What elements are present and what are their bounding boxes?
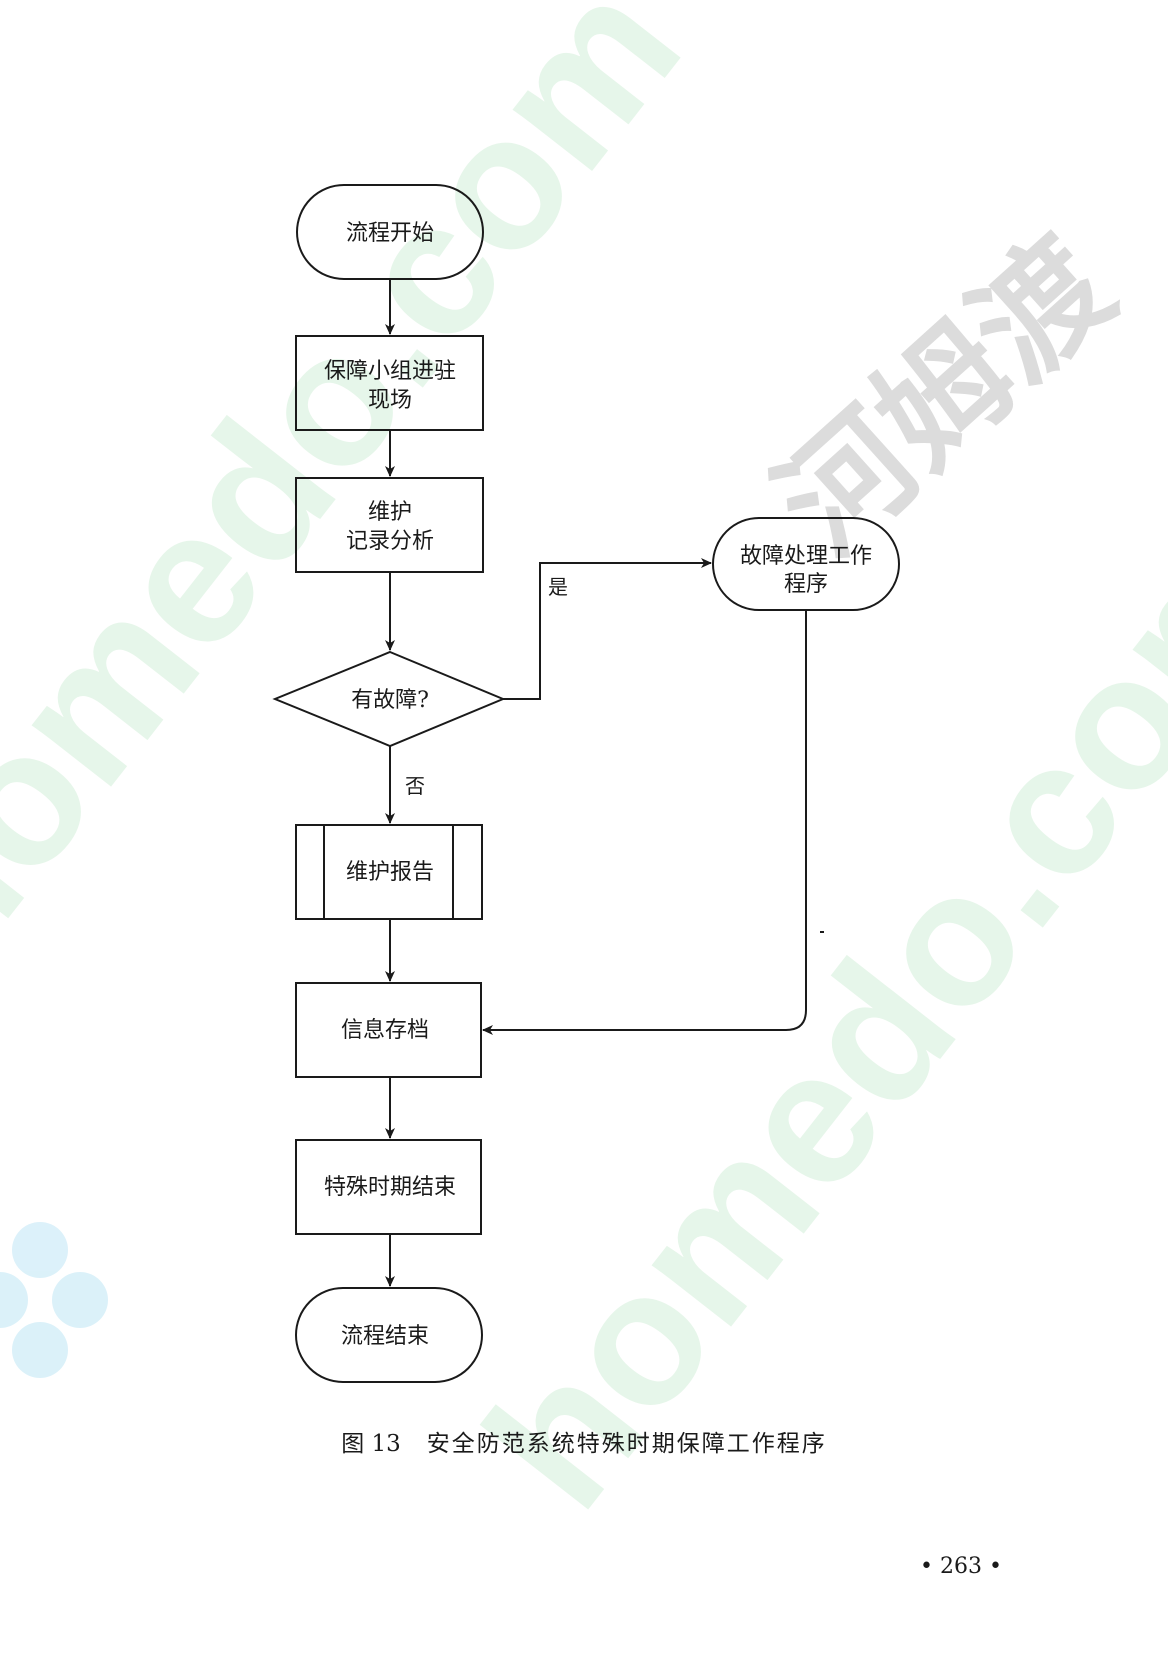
figure-number: 图 13 bbox=[341, 1431, 401, 1457]
team-enters-site-label-line1: 保障小组进驻 bbox=[324, 359, 456, 384]
no-edge-label: 否 bbox=[405, 774, 425, 798]
info-archive-box bbox=[295, 982, 482, 1078]
fault-handling-label-line2: 程序 bbox=[784, 572, 828, 597]
page-number: • 263 • bbox=[920, 1554, 1002, 1579]
arrow-decision-yes-to-fault bbox=[503, 558, 712, 700]
special-period-end-label: 特殊时期结束 bbox=[324, 1175, 456, 1200]
figure-title: 安全防范系统特殊时期保障工作程序 bbox=[426, 1431, 827, 1457]
figure-caption: 图 13 安全防范系统特殊时期保障工作程序 bbox=[0, 1424, 1168, 1458]
info-archive-label: 信息存档 bbox=[341, 1018, 429, 1043]
maintenance-analysis-label-line1: 维护 bbox=[368, 500, 412, 525]
end-terminator bbox=[295, 1287, 483, 1383]
fault-handling-label-line1: 故障处理工作 bbox=[740, 544, 872, 569]
maintenance-analysis-box bbox=[295, 477, 484, 573]
arrow-fault-to-archive bbox=[482, 610, 807, 1035]
fault-decision-label: 有故障? bbox=[351, 688, 429, 713]
maintenance-analysis-label-line2: 记录分析 bbox=[346, 529, 434, 554]
special-period-end-box bbox=[295, 1139, 482, 1235]
start-label: 流程开始 bbox=[346, 221, 434, 246]
end-label: 流程结束 bbox=[341, 1324, 429, 1349]
team-enters-site-label-line2: 现场 bbox=[368, 388, 412, 413]
yes-edge-label: 是 bbox=[548, 575, 568, 599]
maintenance-report-label: 维护报告 bbox=[346, 860, 434, 885]
